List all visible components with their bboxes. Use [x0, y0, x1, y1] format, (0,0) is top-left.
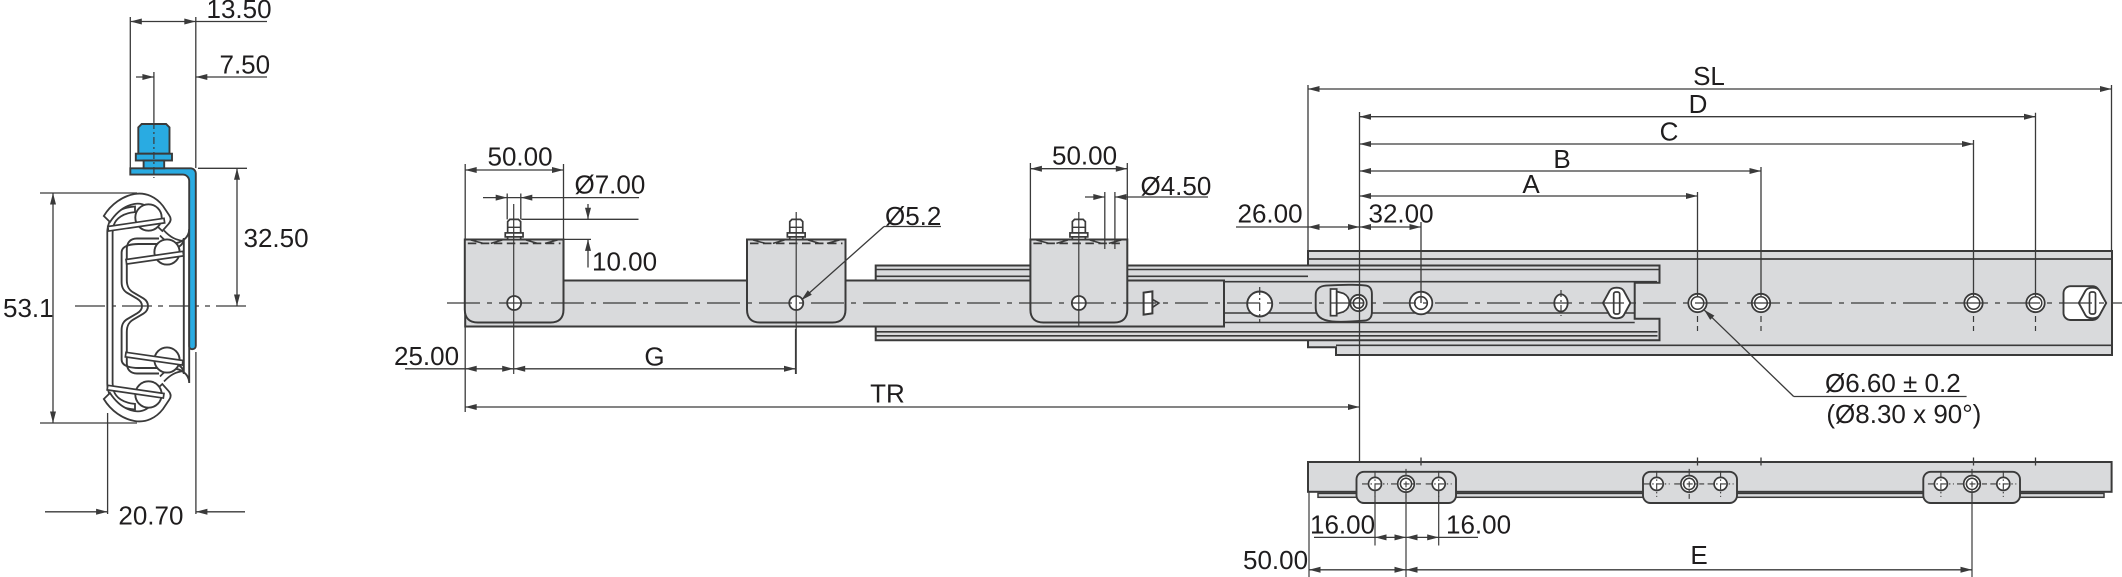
svg-text:TR: TR: [870, 379, 905, 409]
svg-text:Ø4.50: Ø4.50: [1141, 171, 1212, 201]
svg-text:20.70: 20.70: [118, 501, 183, 531]
svg-text:C: C: [1660, 117, 1679, 147]
svg-text:32.50: 32.50: [244, 223, 309, 253]
svg-text:50.00: 50.00: [1243, 545, 1308, 575]
svg-text:25.00: 25.00: [394, 341, 459, 371]
svg-text:53.1: 53.1: [3, 293, 54, 323]
svg-text:32.00: 32.00: [1369, 199, 1434, 229]
svg-text:Ø6.60 ± 0.2: Ø6.60 ± 0.2: [1825, 368, 1961, 398]
svg-text:10.00: 10.00: [592, 247, 657, 277]
svg-text:50.00: 50.00: [1052, 141, 1117, 171]
svg-text:26.00: 26.00: [1238, 199, 1303, 229]
svg-text:SL: SL: [1693, 61, 1725, 91]
svg-text:7.50: 7.50: [220, 50, 271, 80]
svg-text:B: B: [1553, 144, 1570, 174]
svg-text:A: A: [1522, 169, 1540, 199]
svg-text:(Ø8.30 x 90°): (Ø8.30 x 90°): [1826, 399, 1981, 429]
svg-text:13.50: 13.50: [207, 0, 272, 24]
svg-text:G: G: [644, 342, 664, 372]
svg-text:16.00: 16.00: [1446, 510, 1511, 540]
svg-text:50.00: 50.00: [488, 142, 553, 172]
svg-text:E: E: [1690, 540, 1707, 570]
svg-text:D: D: [1689, 89, 1708, 119]
svg-text:Ø7.00: Ø7.00: [575, 170, 646, 200]
svg-text:16.00: 16.00: [1310, 510, 1375, 540]
